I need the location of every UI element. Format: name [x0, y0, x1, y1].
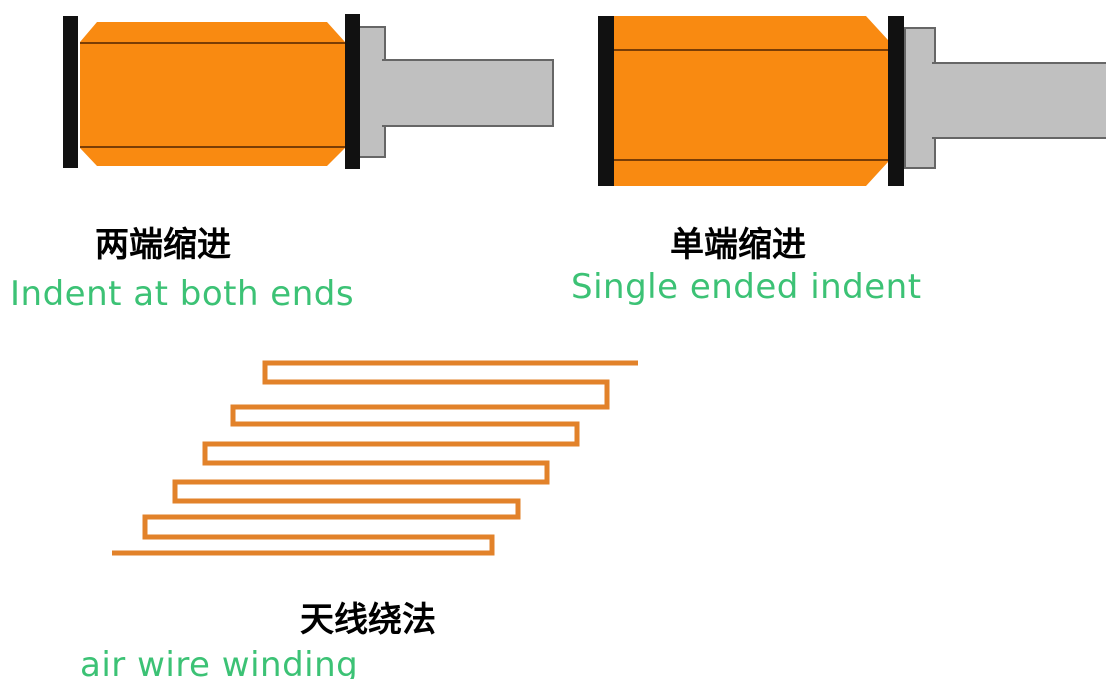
caption-cn-air-wire: 天线绕法: [300, 600, 436, 640]
air-wire-winding-figure: [112, 360, 638, 556]
end-plate-right-icon: [888, 16, 904, 186]
end-plate-left-icon: [598, 16, 614, 186]
shaft-icon: [904, 27, 1106, 169]
coil-core-icon: [613, 16, 888, 186]
coil-core-icon: [80, 22, 345, 166]
both-ends-indent-figure: [63, 14, 554, 169]
single-end-indent-figure: [598, 16, 1106, 186]
end-plate-left-icon: [63, 16, 78, 168]
wire-winding-icon: [112, 360, 638, 556]
caption-en-single-end: Single ended indent: [571, 267, 922, 307]
caption-cn-both-ends: 两端缩进: [95, 225, 231, 265]
end-plate-right-icon: [345, 14, 360, 169]
caption-cn-single-end: 单端缩进: [670, 225, 806, 265]
caption-en-both-ends: Indent at both ends: [10, 274, 355, 314]
caption-en-air-wire: air wire winding: [80, 645, 359, 679]
shaft-icon: [354, 26, 554, 158]
